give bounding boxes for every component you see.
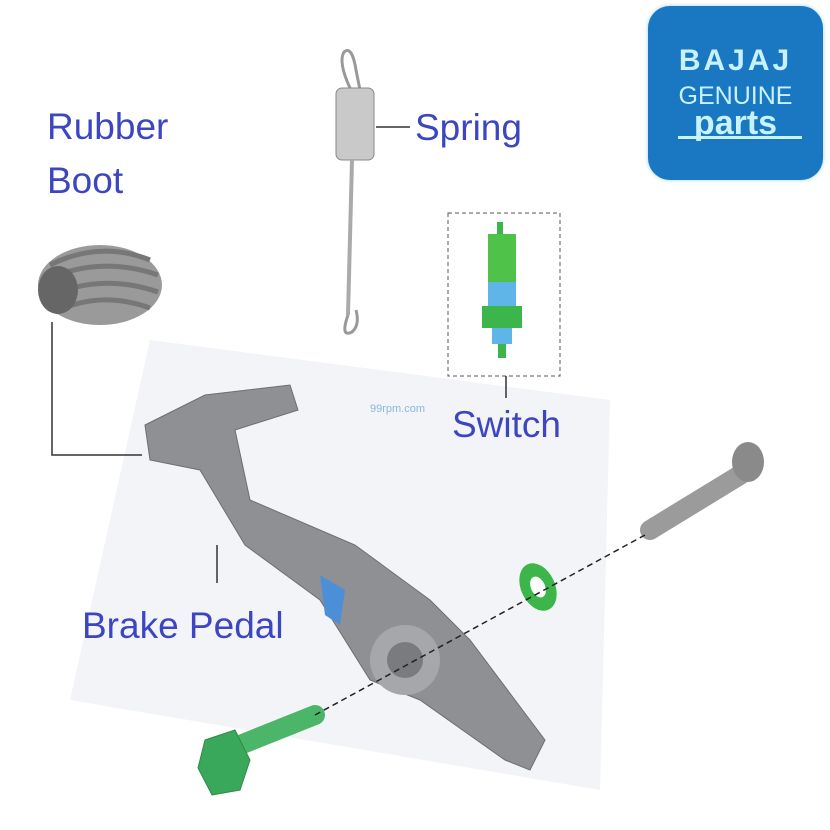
label-switch: Switch <box>452 404 561 445</box>
label-brake-pedal: Brake Pedal <box>82 605 284 646</box>
bolt-part <box>197 705 325 796</box>
logo-brand: BAJAJ <box>678 44 793 77</box>
logo-underline <box>678 136 802 139</box>
boot-leader-line <box>51 322 142 456</box>
label-rubber-boot-line1: Rubber <box>47 106 169 147</box>
pivot-pin-part <box>640 442 764 540</box>
spring-part <box>335 49 375 335</box>
bajaj-genuine-parts-logo: BAJAJ GENUINE parts <box>648 6 823 180</box>
switch-part <box>482 222 522 358</box>
label-rubber-boot-line2: Boot <box>47 160 124 201</box>
logo-genuine: GENUINE <box>678 82 793 110</box>
switch-box <box>447 212 561 377</box>
logo-parts: parts <box>693 104 778 142</box>
assembly-axis-line <box>314 534 646 716</box>
brake-pedal-part <box>144 384 546 771</box>
rubber-boot-part <box>38 245 162 325</box>
label-spring: Spring <box>415 107 522 148</box>
watermark: 99rpm.com <box>370 403 426 415</box>
